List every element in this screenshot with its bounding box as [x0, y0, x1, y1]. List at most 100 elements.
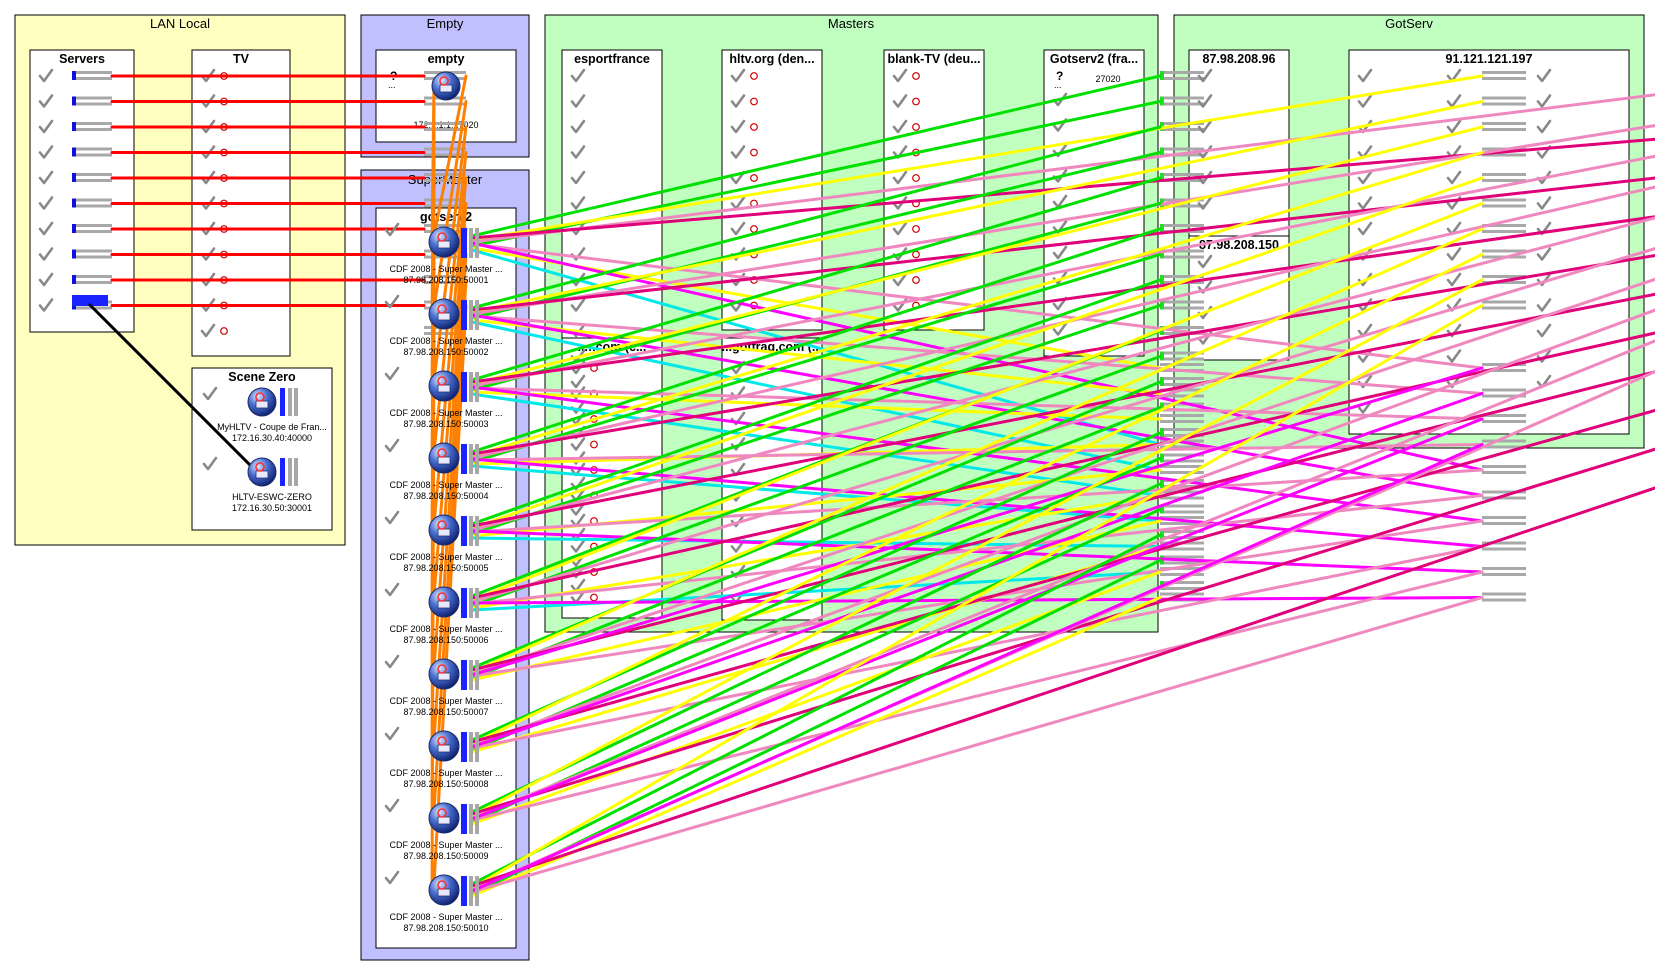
servers-row [38, 221, 112, 236]
ip3c-row [1536, 68, 1552, 83]
slot-bar [72, 96, 112, 100]
ip3a-row [1357, 400, 1373, 414]
blank-row [892, 68, 920, 83]
slot-bar [1160, 179, 1204, 182]
slot-bar [72, 281, 112, 284]
link-line [470, 519, 1484, 678]
scene-node-address: 172.16.30.50:30001 [232, 503, 312, 513]
slot-bar [1482, 592, 1526, 596]
check-icon [570, 437, 586, 451]
esport-row [570, 374, 1204, 389]
slot-bar [1160, 204, 1204, 208]
ip3b-row [1446, 119, 1462, 134]
check-icon [570, 145, 586, 159]
slot-indicator [1160, 530, 1164, 539]
group-lan-local-title: LAN Local [150, 16, 210, 31]
link-line [470, 596, 1484, 894]
link-line [470, 247, 1655, 604]
slot-bar [1160, 96, 1204, 100]
node-status-bar [280, 458, 285, 486]
hltv-server-icon [428, 802, 460, 834]
ip3c-row [1536, 298, 1552, 312]
active-server-slot [72, 295, 108, 306]
node-status-bar [469, 876, 473, 906]
slot-bar [1160, 128, 1204, 131]
slot-bar [72, 230, 112, 233]
link-line [470, 457, 1162, 752]
ip3b-row [1446, 323, 1462, 338]
box-gs-ip3-title: 91.121.121.197 [1446, 52, 1533, 66]
super-master-node: CDF 2008 - Super Master ...87.98.208.150… [384, 798, 503, 861]
slot-bar [72, 204, 112, 208]
red-ring-shape [437, 376, 447, 386]
check-icon [1052, 245, 1068, 260]
red-ring-shape [439, 76, 449, 86]
servers-row [38, 196, 112, 210]
node-status-bar [461, 876, 467, 906]
scene-node: MyHLTV - Coupe de Fran...172.16.30.40:40… [202, 386, 327, 443]
check-icon [1536, 94, 1552, 108]
slot-bar [1160, 306, 1204, 310]
node-status-bar [461, 660, 467, 690]
slot-indicator [1160, 147, 1164, 157]
slot-indicator [72, 198, 76, 208]
super-node-name: CDF 2008 - Super Master ... [389, 480, 502, 490]
check-icon [384, 438, 400, 453]
check-icon [1446, 323, 1462, 338]
slot-bar [1160, 547, 1204, 551]
check-icon [384, 582, 400, 597]
ip1-row [1197, 68, 1213, 83]
check-icon [1052, 143, 1068, 158]
slot-bar [1160, 445, 1204, 449]
check-icon [384, 654, 400, 669]
blank-row [892, 221, 920, 236]
scene-node-name: HLTV-ESWC-ZERO [232, 492, 312, 502]
slot-bar [1160, 255, 1204, 259]
slot-bar [424, 224, 466, 227]
slot-bar [1160, 434, 1204, 437]
check-icon [38, 221, 54, 236]
red-circle-icon [912, 276, 920, 284]
slot-bar [1482, 71, 1526, 74]
screen-shape [437, 888, 451, 897]
super-node-name: CDF 2008 - Super Master ... [389, 264, 502, 274]
slot-bar [1482, 230, 1526, 233]
slot-indicator [72, 122, 76, 131]
red-circle-icon [590, 593, 598, 602]
check-icon [200, 170, 216, 185]
check-icon [1357, 196, 1373, 210]
link-line [470, 176, 1162, 382]
slot-indicator [1160, 96, 1164, 106]
slot-bar [1482, 179, 1526, 182]
check-icon [200, 119, 216, 134]
node-status-bar [288, 388, 292, 416]
super-node-address: 87.98.208.150:50001 [403, 275, 488, 285]
empty-unknown-dots: ... [388, 80, 396, 90]
slot-bar [1482, 369, 1526, 372]
slot-indicator [1160, 504, 1164, 514]
node-status-bar [475, 876, 479, 906]
red-circle-icon [750, 174, 758, 182]
slot-indicator [1160, 377, 1164, 386]
hltv-server-icon [428, 874, 460, 906]
servers-row [38, 247, 112, 261]
servers-row [38, 94, 112, 108]
check-icon [570, 68, 586, 83]
ip3b-row [1446, 349, 1462, 363]
check-icon [1357, 94, 1373, 108]
ip3c-row [1536, 145, 1552, 159]
slot-indicator [1160, 173, 1164, 182]
red-ring-shape [437, 448, 447, 458]
check-icon [892, 119, 908, 134]
red-ring-shape [437, 520, 447, 530]
super-node-address: 87.98.208.150:50009 [403, 851, 488, 861]
node-status-bar [469, 228, 473, 258]
super-node-address: 87.98.208.150:50010 [403, 923, 488, 933]
node-status-bar [461, 732, 467, 762]
check-icon [892, 170, 908, 185]
check-icon [384, 870, 400, 885]
check-icon [1357, 68, 1373, 83]
slot-bar [72, 122, 112, 125]
slot-bar [1482, 496, 1526, 500]
